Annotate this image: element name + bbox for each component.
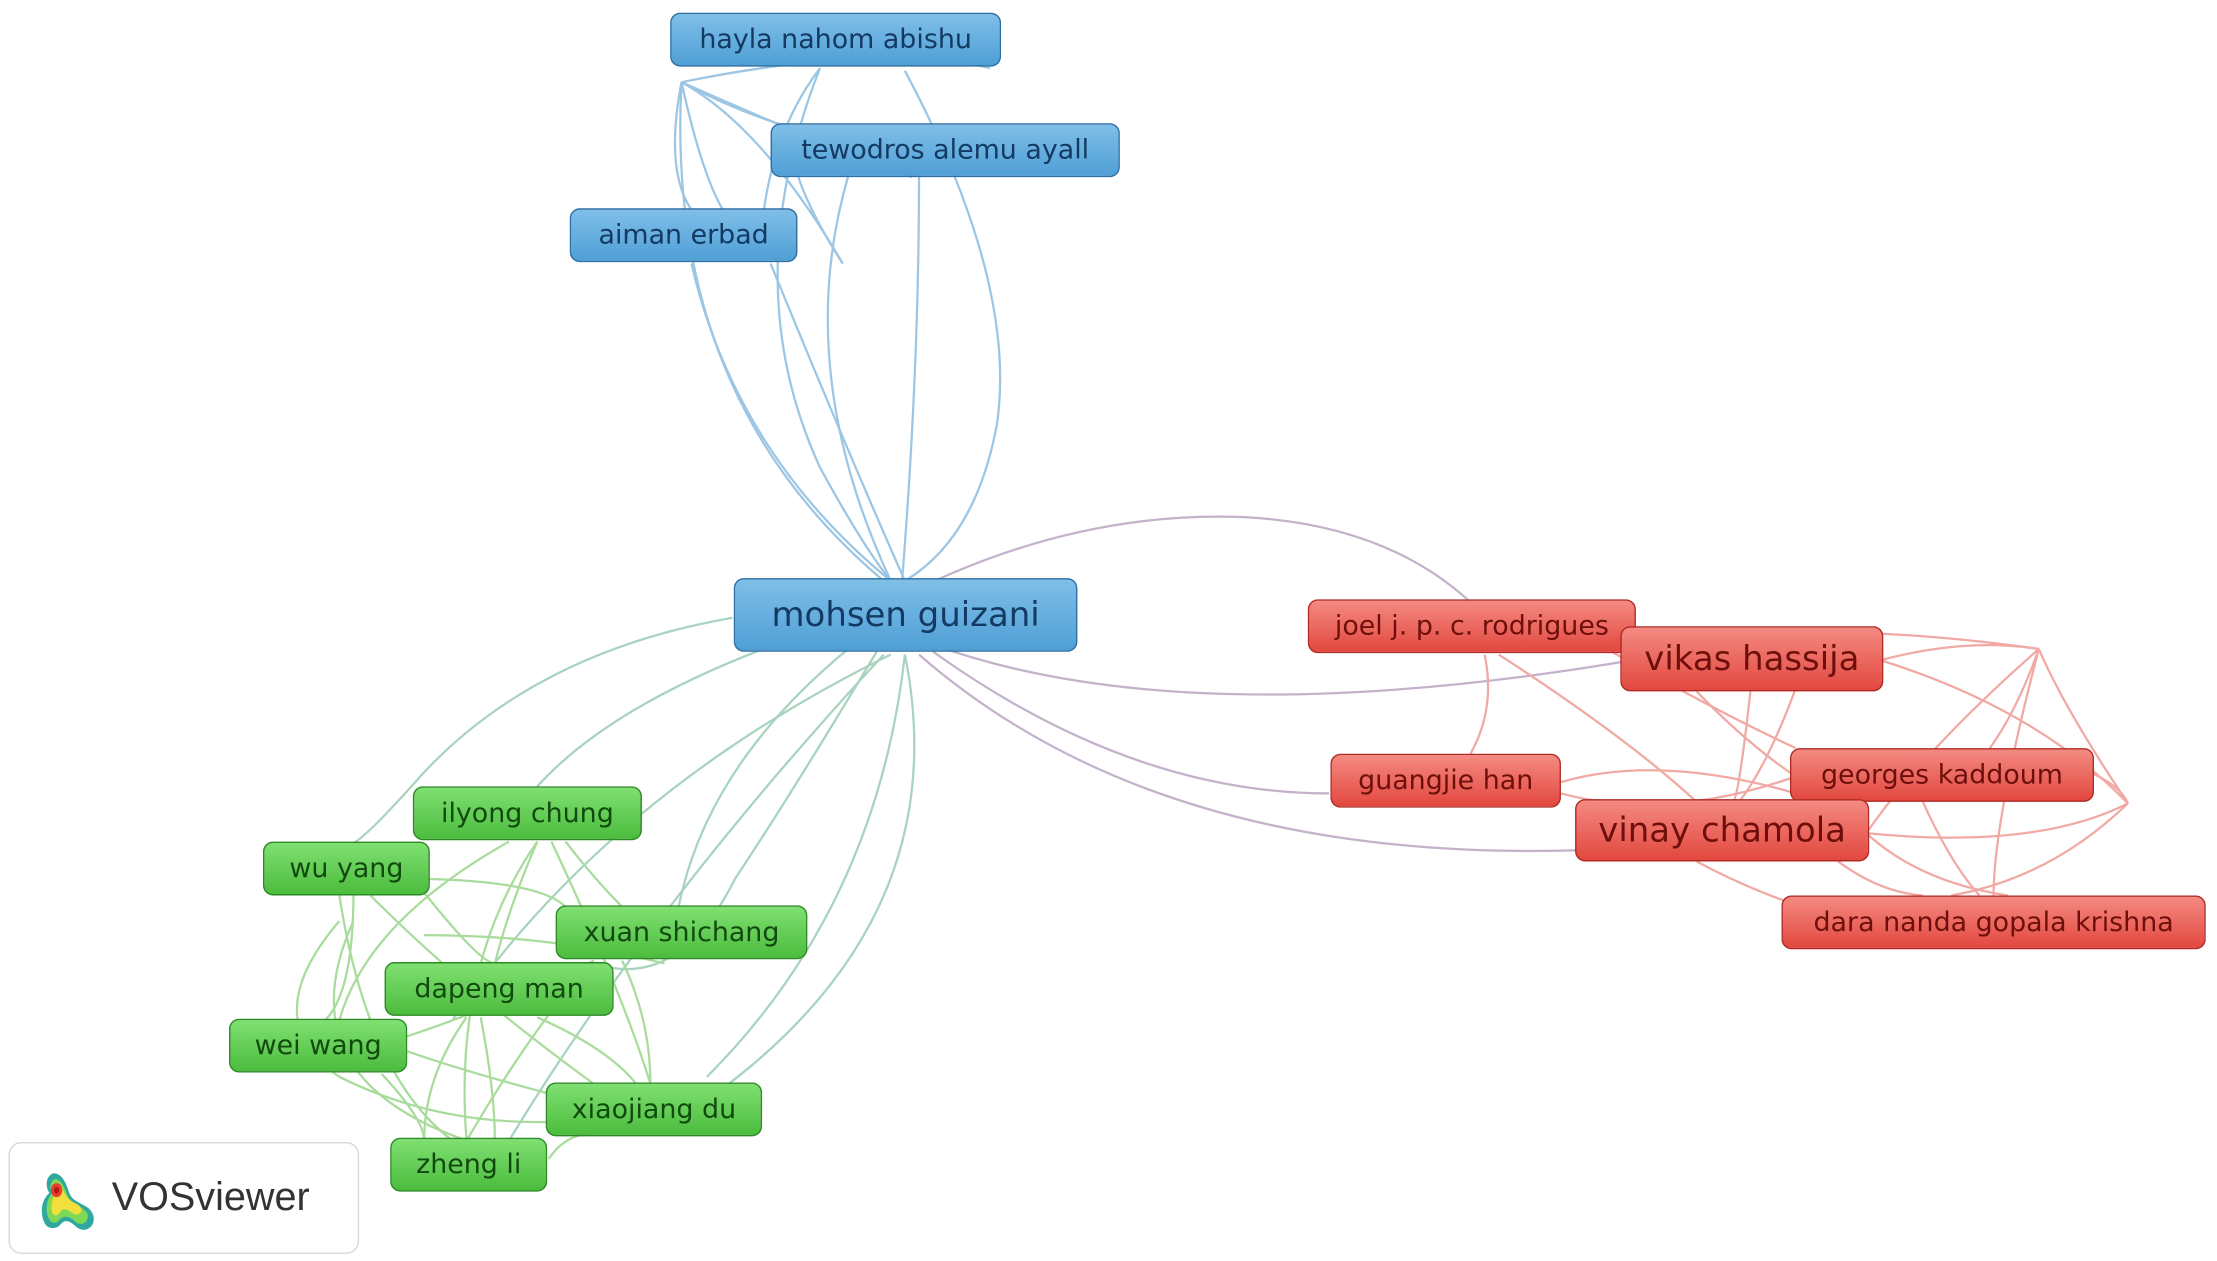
link (677, 648, 850, 908)
link (932, 650, 1330, 795)
node-vikas-hassija[interactable]: vikas hassija (1620, 626, 1884, 692)
link (1865, 648, 2040, 834)
node-dara-nanda-gopala-krishna[interactable]: dara nanda gopala krishna (1781, 895, 2206, 950)
link (493, 841, 539, 964)
link (1498, 653, 1698, 803)
link (352, 616, 733, 845)
link (536, 647, 764, 788)
link (1738, 688, 1797, 803)
link (2037, 648, 2129, 804)
link (536, 1016, 638, 1085)
link (1560, 769, 1825, 804)
link (900, 175, 921, 581)
node-aiman-erbad[interactable]: aiman erbad (569, 208, 798, 263)
node-xiaojiang-du[interactable]: xiaojiang du (545, 1082, 763, 1137)
link (324, 892, 355, 1021)
link (1732, 691, 1752, 803)
node-mohsen-guizani[interactable]: mohsen guizani (733, 578, 1078, 652)
link (338, 840, 510, 1021)
node-guangjie-han[interactable]: guangjie han (1330, 753, 1561, 808)
link (932, 643, 1641, 696)
vosviewer-logo: VOSviewer (8, 1141, 360, 1254)
node-hayla-nahom-abishu[interactable]: hayla nahom abishu (670, 12, 1002, 67)
link (1950, 802, 2129, 897)
link (706, 654, 907, 1078)
link (2092, 772, 2129, 804)
link (903, 70, 1002, 582)
node-wei-wang[interactable]: wei wang (229, 1018, 408, 1073)
link (1866, 802, 2129, 839)
link (508, 653, 885, 1142)
link (564, 840, 623, 908)
link (769, 263, 906, 582)
link (690, 263, 892, 582)
node-ilyong-chung[interactable]: ilyong chung (412, 786, 642, 841)
node-zheng-li[interactable]: zheng li (390, 1137, 548, 1192)
link (380, 1073, 426, 1141)
link (547, 1132, 594, 1160)
link (918, 653, 1584, 853)
link (1469, 654, 1490, 755)
link (678, 654, 916, 1121)
link (621, 960, 652, 1084)
link (479, 1017, 496, 1141)
node-vinay-chamola[interactable]: vinay chamola (1575, 799, 1870, 862)
link (673, 81, 693, 211)
node-joel-rodrigues[interactable]: joel j. p. c. rodrigues (1307, 599, 1636, 654)
link (423, 1016, 468, 1141)
vosviewer-logo-text: VOSviewer (111, 1174, 310, 1219)
link (826, 175, 892, 582)
link (1837, 860, 1923, 897)
node-tewodros-alemu-ayall[interactable]: tewodros alemu ayall (770, 123, 1120, 178)
node-wu-yang[interactable]: wu yang (262, 841, 430, 896)
node-dapeng-man[interactable]: dapeng man (384, 962, 614, 1016)
link (1880, 644, 2040, 662)
node-georges-kaddoum[interactable]: georges kaddoum (1789, 748, 2094, 802)
vosviewer-logo-icon (41, 1173, 94, 1230)
link (593, 651, 878, 971)
link (904, 515, 1472, 603)
node-xuan-shichang[interactable]: xuan shichang (555, 905, 808, 960)
link (295, 920, 594, 1124)
